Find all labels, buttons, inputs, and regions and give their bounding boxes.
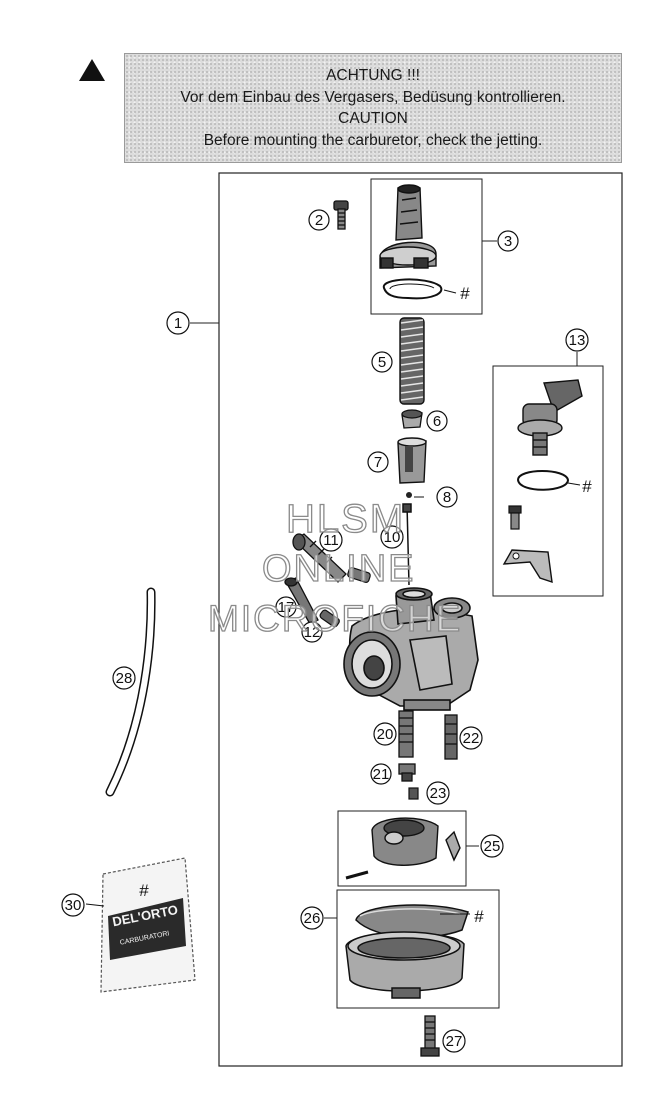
callout-label-17: 17 <box>278 599 295 616</box>
callout-label-22: 22 <box>463 730 480 747</box>
callout-label-20: 20 <box>377 726 394 743</box>
callout-circle-10 <box>380 525 404 549</box>
caution-line-german-title: ACHTUNG !!! <box>326 67 420 84</box>
part-carburetor-cap-3 <box>379 184 437 269</box>
callout-label-5: 5 <box>378 354 386 371</box>
part-carburetor-body <box>343 587 479 711</box>
part-jet-kit-packet-30: DEL'ORTO CARBURATORI <box>100 857 196 993</box>
part-choke-screw <box>508 505 522 530</box>
hash-mark-packet: # <box>139 881 149 900</box>
callout-circle-17 <box>275 596 297 618</box>
callout-label-28: 28 <box>116 670 133 687</box>
part-throttle-slide-7 <box>397 437 427 484</box>
part-choke-gasket <box>516 470 570 491</box>
part-spring-seat-6 <box>401 409 423 429</box>
caution-line-english-text: Before mounting the carburetor, check th… <box>203 131 543 149</box>
part-cap-gasket <box>382 278 443 300</box>
callout-circle-1 <box>166 311 190 335</box>
callout-circle-7 <box>367 451 389 473</box>
callout-circle-26 <box>300 906 324 930</box>
part-float-25 <box>345 817 461 880</box>
callout-label-21: 21 <box>373 766 390 783</box>
callout-label-7: 7 <box>374 454 382 471</box>
watermark-line-2: ONLINE <box>261 547 416 590</box>
callout-circle-22 <box>459 726 483 750</box>
callout-circle-25 <box>480 834 504 858</box>
callout-label-6: 6 <box>433 413 441 430</box>
callout-circle-5 <box>371 351 393 373</box>
callout-label-10: 10 <box>384 529 401 546</box>
hash-mark-cap-gasket: # <box>460 284 470 303</box>
callout-label-3: 3 <box>504 233 512 250</box>
callout-label-30: 30 <box>65 897 82 914</box>
callout-circle-13 <box>565 328 589 352</box>
caution-line-english-title: CAUTION <box>338 110 408 127</box>
part-spring-5 <box>399 317 425 405</box>
part-choke-assembly-13 <box>517 379 583 456</box>
callout-label-26: 26 <box>304 910 321 927</box>
callout-label-12: 12 <box>304 624 321 641</box>
caution-line-german-text: Vor dem Einbau des Vergasers, Bedüsung k… <box>180 88 566 106</box>
part-screw-2 <box>333 200 349 230</box>
callout-circle-6 <box>426 410 448 432</box>
hash-mark-bowl-gasket: # <box>474 907 484 926</box>
part-small-spring <box>347 567 371 583</box>
caution-notice: ACHTUNG !!! Vor dem Einbau des Vergasers… <box>124 53 622 163</box>
callout-label-1: 1 <box>174 315 182 332</box>
subgroup-box-25 <box>337 810 467 887</box>
leader-30 <box>85 903 105 907</box>
callout-circle-2 <box>308 209 330 231</box>
callout-label-13: 13 <box>569 332 586 349</box>
leader-hash-choke <box>567 482 581 486</box>
part-jet-23 <box>408 787 419 800</box>
callout-label-23: 23 <box>430 785 447 802</box>
subgroup-box-13 <box>492 365 604 597</box>
callout-label-27: 27 <box>446 1033 463 1050</box>
part-bowl-bolt-27 <box>420 1015 440 1057</box>
callout-label-25: 25 <box>484 838 501 855</box>
callout-label-8: 8 <box>443 489 451 506</box>
callout-circle-30 <box>61 893 85 917</box>
callout-label-11: 11 <box>323 532 339 549</box>
part-jet-needle-10 <box>402 503 412 586</box>
callout-circle-12 <box>301 621 323 643</box>
callout-circle-23 <box>426 781 450 805</box>
warning-triangle-icon <box>79 59 105 81</box>
part-float-bowl-26 <box>345 904 469 999</box>
part-main-jet-21 <box>398 763 416 782</box>
part-mixture-screw-17 <box>284 577 319 625</box>
part-needle-clip-8 <box>406 492 412 498</box>
callout-circle-3 <box>497 230 519 252</box>
callout-circle-28 <box>112 666 136 690</box>
assembly-frame <box>218 172 623 1067</box>
watermark-line-3: MICROFICHE <box>207 597 463 639</box>
callout-circle-27 <box>442 1029 466 1053</box>
part-tube-22 <box>444 714 458 760</box>
callout-circle-21 <box>370 763 392 785</box>
callout-circle-20 <box>373 722 397 746</box>
part-choke-bracket <box>502 549 553 584</box>
callout-circle-11 <box>319 528 343 552</box>
part-spring-12 <box>319 609 340 628</box>
leader-hash-cap <box>443 289 457 294</box>
callout-circle-8 <box>436 486 458 508</box>
subgroup-box-26 <box>336 889 500 1009</box>
part-jet-holder-20 <box>398 710 414 758</box>
hash-mark-choke-gasket: # <box>582 477 592 496</box>
part-adjust-screw-11 <box>292 533 347 583</box>
callout-label-2: 2 <box>315 212 323 229</box>
watermark-line-1: HLSM <box>285 496 406 541</box>
subgroup-box-3 <box>370 178 483 315</box>
